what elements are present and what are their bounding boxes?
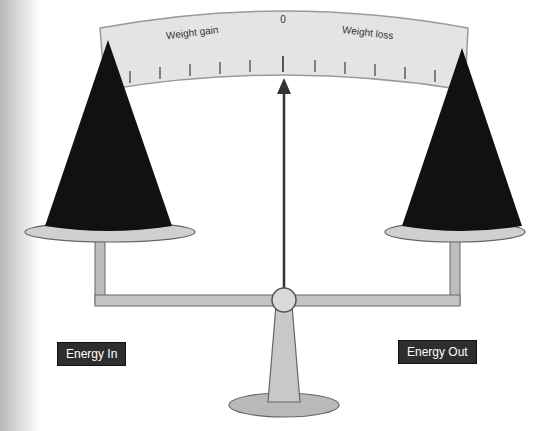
left-post [95,238,105,304]
right-cone [402,48,522,231]
right-post [450,238,460,304]
needle-head [277,78,291,94]
dial-label: 0 [280,14,286,26]
label-box: Energy Out [398,340,477,364]
label-box: Energy In [57,342,126,366]
left-cone [45,40,172,231]
dial-ticks [130,56,435,83]
shaded-edge [0,0,40,431]
energy-label: Energy In [66,347,117,361]
pivot [272,288,296,312]
stand-post [268,305,300,402]
needle [283,90,286,296]
energy-label: Energy Out [407,345,468,359]
